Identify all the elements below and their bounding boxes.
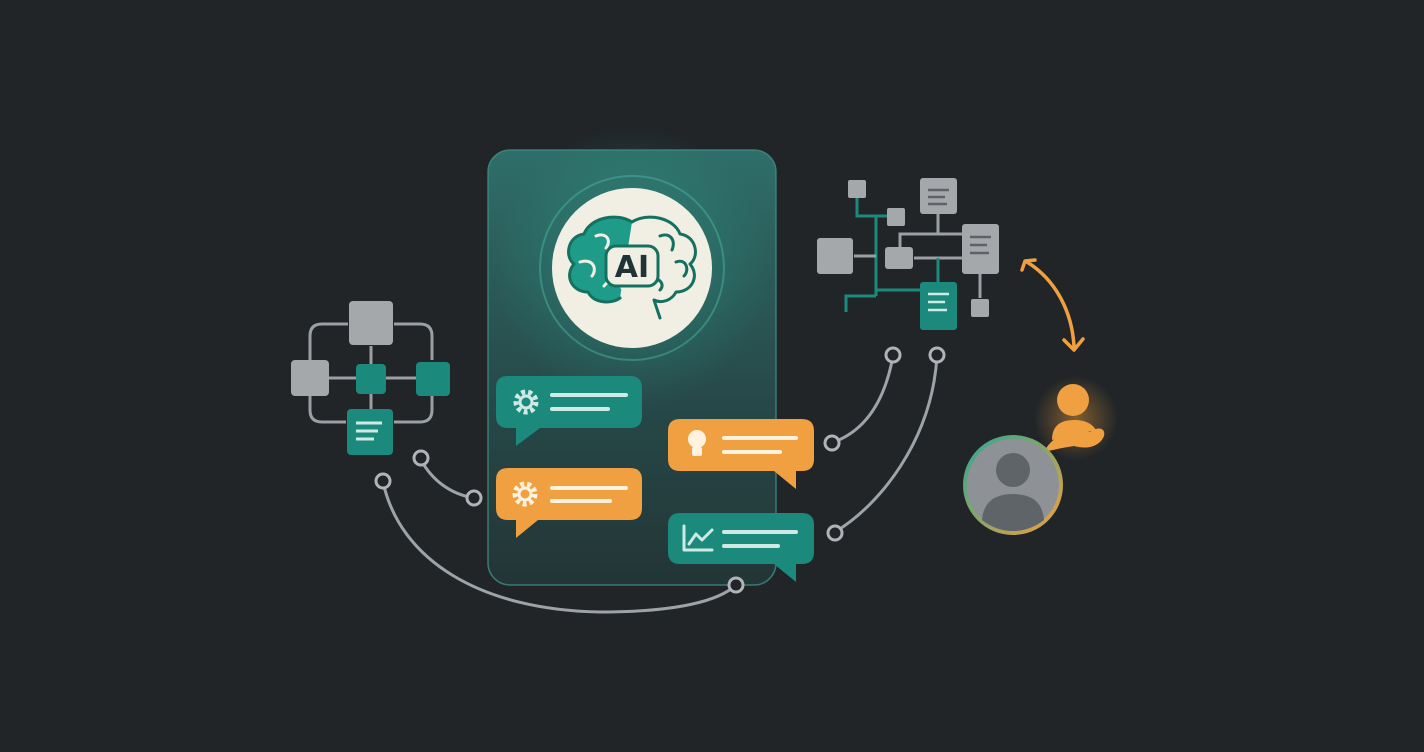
document-icon [347,409,393,455]
network-node [885,247,913,269]
connector-left-short [419,458,476,500]
user-handoff-icon [1044,384,1105,452]
message-bubble-orange-gear [496,468,642,538]
flow-node-teal [356,364,386,394]
connector-node [465,489,483,507]
avatar [963,435,1063,535]
document-icon [920,178,957,214]
flow-node-teal [416,362,450,396]
lightbulb-icon [688,430,706,456]
connector-node [823,434,841,452]
connector-bottom [381,480,738,614]
message-bubble-orange-lightbulb [668,419,814,489]
message-bubble-teal-gear [496,376,642,446]
line-chart-icon [682,524,714,552]
message-bubble-teal-chart [668,513,814,582]
flow-node-gray [291,360,329,396]
connector-right-lower [833,354,939,534]
connector-node [928,346,946,364]
network-node [848,180,866,198]
avatar-body [982,494,1044,531]
connector-endpoints [374,346,946,594]
ai-label: AI [615,250,649,285]
network-node [817,238,853,274]
right-network-diagram [817,178,999,330]
connector-node [727,576,745,594]
document-icon [962,224,999,274]
gear-icon [512,481,538,507]
flow-node-gray [349,301,393,345]
left-flow-diagram [291,301,450,455]
connector-node [374,472,392,490]
connector-node [884,346,902,364]
gear-icon [513,389,539,415]
connector-node [412,449,430,467]
connector-node [826,524,844,542]
network-node [887,208,905,226]
ai-badge: AI [539,175,725,361]
ai-label-box [604,244,660,288]
network-node [971,299,989,317]
document-icon [920,282,957,330]
avatar-head [996,453,1030,487]
sync-arrow-icon [1020,258,1085,352]
connector-right-upper [832,354,895,444]
